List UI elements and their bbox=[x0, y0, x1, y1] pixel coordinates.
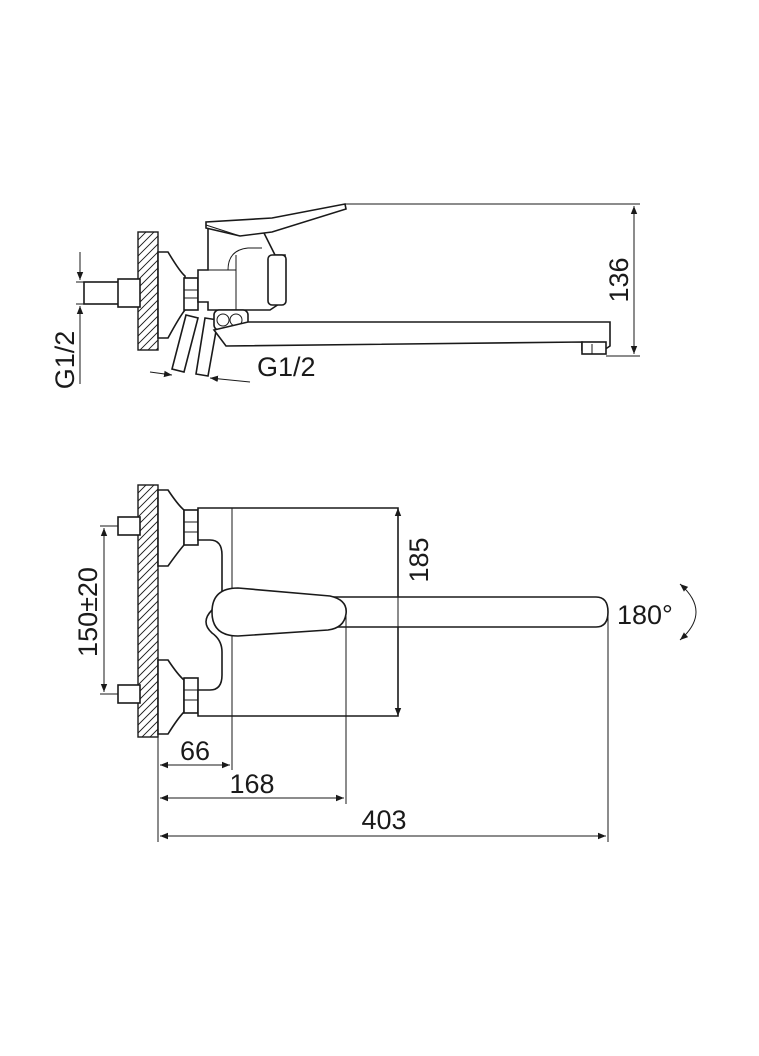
hatch-line bbox=[138, 592, 158, 614]
side-view: 136 G1/2 G1/2 bbox=[50, 203, 640, 390]
hatch-line bbox=[138, 704, 158, 726]
inlet-lower bbox=[117, 684, 141, 704]
hatch-line bbox=[138, 640, 158, 662]
escutcheon-upper bbox=[157, 489, 185, 567]
hatch-line bbox=[138, 299, 158, 321]
hatch-line bbox=[138, 648, 158, 670]
hatch-line bbox=[138, 608, 158, 630]
hatch-line bbox=[138, 536, 158, 558]
hatch-line bbox=[138, 664, 158, 686]
hatch-line bbox=[157, 736, 158, 737]
wall-hatch-side bbox=[137, 231, 159, 384]
eccentric-pipe bbox=[171, 314, 199, 373]
hatch-line bbox=[138, 568, 158, 590]
hatch-line bbox=[138, 512, 158, 534]
hatch-line bbox=[138, 496, 158, 518]
hatch-line bbox=[149, 728, 158, 737]
top-view: 185 150±20 180° 66 168 403 bbox=[73, 484, 697, 842]
inlet-thread bbox=[117, 278, 141, 308]
hatch-line bbox=[138, 576, 158, 598]
hatch-line bbox=[138, 323, 158, 345]
hatch-line bbox=[138, 544, 158, 566]
rotation-label: 180° bbox=[617, 600, 673, 630]
hatch-line bbox=[138, 600, 158, 622]
hatch-line bbox=[138, 485, 147, 494]
hatch-line bbox=[138, 504, 158, 526]
escutcheon bbox=[157, 251, 186, 339]
hatch-line bbox=[141, 720, 158, 737]
hatch-line bbox=[147, 339, 158, 350]
inlet-pipe bbox=[83, 281, 121, 305]
lever-handle-top bbox=[211, 587, 347, 637]
hatch-line bbox=[138, 672, 158, 694]
hatch-line bbox=[138, 485, 155, 502]
lever-handle bbox=[205, 203, 347, 237]
hex-nut bbox=[183, 277, 199, 311]
hatch-line bbox=[138, 624, 158, 646]
dim-66-label: 66 bbox=[180, 736, 210, 766]
hatch-line bbox=[138, 307, 158, 329]
dim-center-distance-label: 150±20 bbox=[73, 567, 103, 657]
hatch-line bbox=[138, 283, 158, 305]
hatch-line bbox=[139, 331, 158, 350]
nut-lower bbox=[183, 677, 199, 714]
rotation-arrow bbox=[679, 583, 697, 641]
hatch-line bbox=[138, 745, 158, 765]
hatch-line bbox=[138, 291, 158, 313]
dim-403-label: 403 bbox=[361, 805, 406, 835]
nut-upper bbox=[183, 509, 199, 546]
hatch-line bbox=[138, 259, 158, 281]
dim-height-label: 136 bbox=[604, 257, 634, 302]
hatch-line bbox=[138, 584, 158, 606]
hatch-line bbox=[138, 275, 158, 297]
hatch-line bbox=[138, 251, 158, 273]
escutcheon-lower bbox=[157, 659, 185, 735]
hatch-line bbox=[138, 488, 158, 510]
hatch-line bbox=[138, 235, 158, 257]
spout bbox=[212, 321, 611, 351]
hatch-line bbox=[138, 528, 158, 550]
dim-168-label: 168 bbox=[229, 769, 274, 799]
dim-depth-label: 185 bbox=[404, 537, 434, 582]
hatch-line bbox=[138, 632, 158, 654]
hatch-line bbox=[138, 243, 158, 265]
aerator bbox=[581, 341, 607, 355]
hatch-line bbox=[138, 232, 155, 249]
hatch-line bbox=[138, 267, 158, 289]
hatch-line bbox=[138, 688, 158, 710]
hatch-line bbox=[138, 753, 158, 773]
hatch-line bbox=[138, 696, 158, 718]
hatch-line bbox=[138, 520, 158, 542]
inlet-upper bbox=[117, 516, 141, 536]
hatch-line bbox=[138, 315, 158, 337]
hatch-line bbox=[138, 364, 158, 384]
hatch-line bbox=[138, 712, 158, 734]
hatch-line bbox=[138, 232, 139, 233]
hatch-line bbox=[138, 485, 139, 486]
hatch-line bbox=[138, 552, 158, 574]
wall-hatch-top bbox=[137, 484, 159, 773]
cartridge-cap bbox=[267, 254, 287, 306]
hatch-line bbox=[138, 232, 147, 241]
hatch-line bbox=[138, 616, 158, 638]
hatch-line bbox=[155, 347, 158, 350]
hatch-line bbox=[138, 656, 158, 678]
hatch-line bbox=[138, 680, 158, 702]
hatch-line bbox=[138, 560, 158, 582]
thread-inlet-label: G1/2 bbox=[50, 331, 80, 390]
thread-outlet-label: G1/2 bbox=[257, 352, 316, 382]
